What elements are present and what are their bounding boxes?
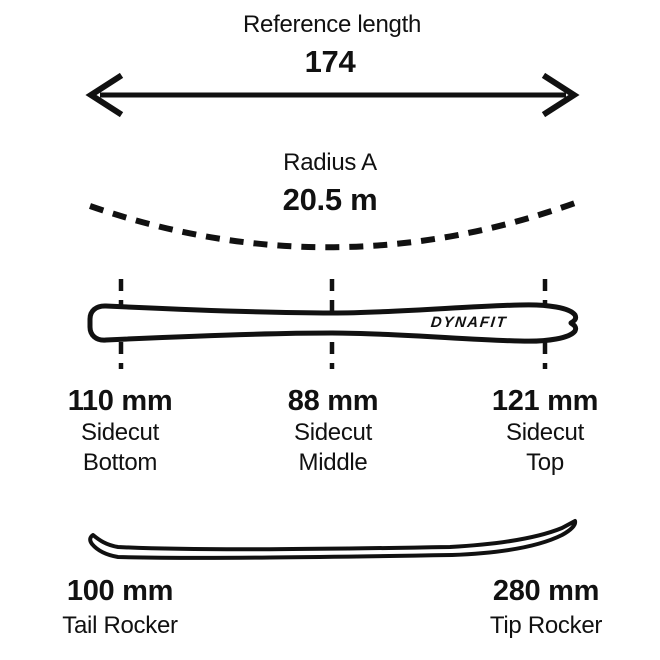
reference-length-value: 174 [304,44,356,79]
ski-side-profile [88,519,578,560]
radius-value: 20.5 m [282,182,378,217]
sidecut-middle-position: Middle [298,449,368,476]
radius-curve-icon [89,200,577,251]
sidecut-top-position: Top [526,449,564,476]
tip-rocker-value: 280 mm [492,575,600,607]
sidecut-top-value: 121 mm [491,385,599,417]
tail-rocker-value: 100 mm [66,575,174,607]
sidecut-middle-value: 88 mm [287,385,379,417]
reference-length-arrow-icon [85,72,580,118]
tip-rocker-block: 280 mm Tip Rocker [436,574,656,641]
sidecut-bottom-value: 110 mm [67,385,173,417]
reference-length-label: Reference length [243,11,421,38]
tail-rocker-block: 100 mm Tail Rocker [10,574,230,641]
tail-rocker-label: Tail Rocker [62,612,178,639]
sidecut-middle-name: Sidecut [294,419,372,446]
radius-label: Radius A [283,149,377,176]
sidecut-middle-block: 88 mm Sidecut Middle [223,384,443,478]
sidecut-bottom-name: Sidecut [81,419,159,446]
dynafit-logo: DYNAFIT [429,314,508,331]
tip-rocker-label: Tip Rocker [489,612,603,639]
sidecut-bottom-block: 110 mm Sidecut Bottom [10,384,230,478]
sidecut-top-block: 121 mm Sidecut Top [435,384,655,478]
sidecut-bottom-position: Bottom [82,449,158,476]
ski-top-outline [87,302,579,344]
sidecut-top-name: Sidecut [506,419,584,446]
